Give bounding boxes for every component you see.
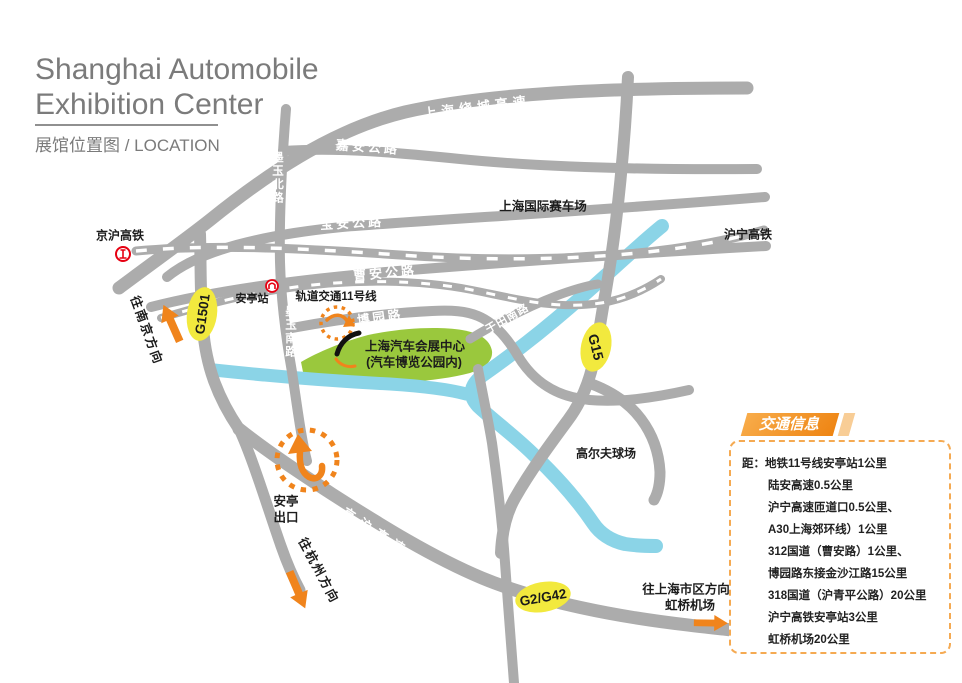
page-title-line1: Shanghai Automobile: [35, 53, 319, 86]
page-title-line2: Exhibition Center: [35, 88, 264, 121]
direction-label-shanghai-1: 往上海市区方向: [642, 582, 730, 597]
place-label-golf: 高尔夫球场: [575, 446, 637, 461]
place-label-metro11: 轨道交通11号线: [295, 291, 377, 303]
distance-prefix: 距：: [742, 458, 765, 470]
info-line: 博园路东接金沙江路15公里: [768, 568, 908, 580]
svg-text:G15: G15: [585, 332, 607, 362]
traffic-info-header: 交通信息: [740, 413, 840, 436]
badge-g2g42: G2/G42: [515, 581, 571, 613]
road-golf-ramp: [583, 377, 666, 506]
road-boyuan: [287, 305, 694, 406]
road-label-moyu-south: 墨玉南路: [284, 305, 296, 359]
info-line: 距：地铁11号线安亭站1公里: [742, 458, 888, 470]
badge-g15: G15: [580, 322, 612, 372]
place-label-anting-exit-1: 安亭: [273, 494, 299, 509]
road-jiaan: [278, 144, 762, 175]
badge-g1501: G1501: [186, 287, 218, 341]
arrow-to-nanjing: [161, 304, 184, 343]
place-label-jinghu-hsr: 京沪高铁: [95, 228, 145, 243]
railway-station-icon: [115, 246, 131, 262]
road-label-baoan: 宝安公路: [319, 213, 385, 233]
svg-text:G1501: G1501: [192, 292, 213, 335]
info-line: 沪宁高铁安亭站3公里: [768, 612, 878, 624]
metro-station-icon: [265, 279, 279, 293]
saec-logo: [334, 330, 362, 369]
info-line: 陆安高速0.5公里: [768, 480, 853, 492]
info-line: 312国道（曹安路）1公里、: [768, 546, 909, 558]
arrow-to-shanghai: [693, 615, 728, 632]
anting-interchange-icon: [274, 427, 340, 493]
exhibition-park-area: [301, 327, 493, 384]
title-divider: [35, 124, 218, 126]
railway-main-dashes: [135, 228, 765, 261]
place-label-huning-hsr: 沪宁高铁: [723, 227, 773, 242]
place-label-anting-exit-2: 出口: [273, 510, 299, 525]
road-south-vertical: [473, 364, 519, 683]
info-line: 318国道（沪青平公路）20公里: [768, 590, 927, 602]
venue-label-line2: (汽车博览公园内): [366, 355, 462, 370]
info-line: A30上海郊环线）1公里: [768, 524, 888, 536]
traffic-info-box: 距：地铁11号线安亭站1公里 陆安高速0.5公里 沪宁高速匝道口0.5公里、 A…: [729, 440, 951, 654]
direction-label-shanghai-2: 虹桥机场: [664, 598, 716, 613]
river-park-branch: [207, 363, 473, 401]
venue-label-line1: 上海汽车会展中心: [364, 339, 466, 354]
page-subtitle: 展馆位置图 / LOCATION: [35, 136, 220, 155]
place-label-anting-station: 安亭站: [235, 293, 269, 305]
arrow-to-hangzhou: [285, 569, 308, 609]
page-title: Shanghai Automobile Exhibition Center: [35, 52, 319, 122]
place-label-intl-circuit: 上海国际赛车场: [499, 199, 587, 214]
info-line: 虹桥机场20公里: [768, 634, 850, 646]
railway-metro11: [157, 275, 665, 322]
road-moyu: [274, 104, 312, 466]
boyuan-interchange-icon: [319, 305, 355, 341]
road-label-moyu-north: 墨玉北路: [271, 151, 283, 205]
road-yutian: [465, 279, 603, 344]
road-ring-expressway: [112, 81, 754, 295]
info-line: 沪宁高速匝道口0.5公里、: [768, 502, 899, 514]
